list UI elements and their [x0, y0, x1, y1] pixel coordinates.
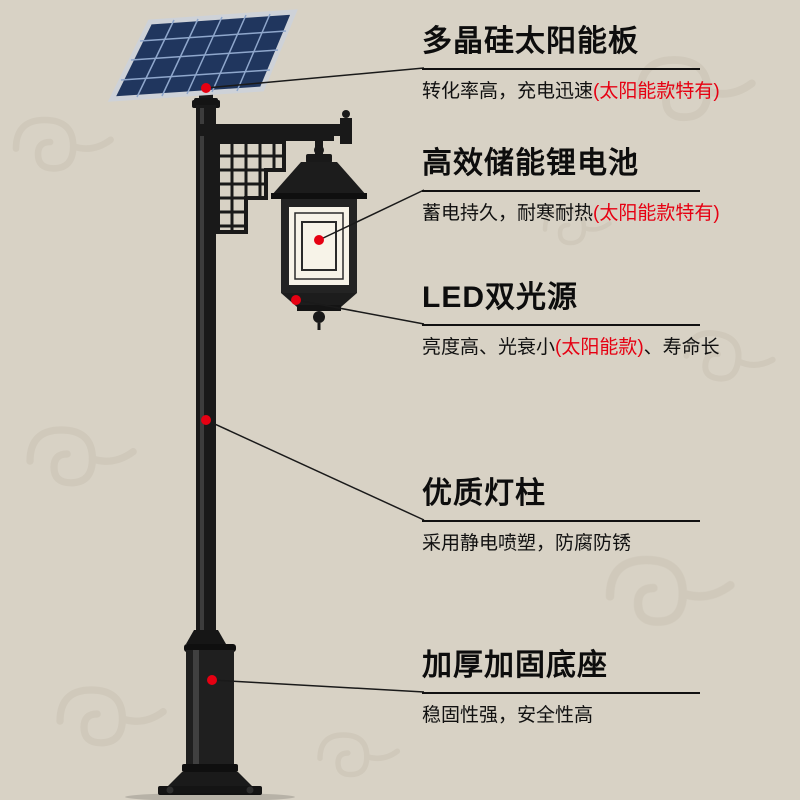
desc-text: 、寿命长: [643, 337, 720, 358]
callout-base: 加厚加固底座 稳固性强，安全性高: [422, 648, 742, 728]
callout-dots: [201, 83, 324, 685]
callout-description: 稳固性强，安全性高: [422, 704, 742, 728]
callout-description: 采用静电喷塑，防腐防锈: [422, 532, 742, 556]
desc-text: 蓄电持久，耐寒耐热: [422, 203, 594, 224]
callout-solar-panel: 多晶硅太阳能板 转化率高，充电迅速(太阳能款特有): [422, 24, 742, 104]
dot-led: [291, 295, 301, 305]
lantern: [271, 136, 367, 330]
callout-title: 高效储能锂电池: [422, 146, 700, 192]
dot-base: [207, 675, 217, 685]
lamp-base: [125, 630, 295, 800]
lattice-bracket: [216, 140, 286, 234]
lamp-arm: [196, 110, 352, 144]
desc-text: 转化率高，充电迅速: [422, 81, 594, 102]
lantern-diffuser: [289, 207, 349, 285]
desc-highlight: (太阳能款特有): [593, 81, 720, 102]
callout-title: 加厚加固底座: [422, 648, 700, 694]
callout-battery: 高效储能锂电池 蓄电持久，耐寒耐热(太阳能款特有): [422, 146, 742, 226]
dot-pole: [201, 415, 211, 425]
callout-title: 多晶硅太阳能板: [422, 24, 700, 70]
lamp-pole: [192, 100, 220, 644]
callout-title: LED双光源: [422, 280, 700, 326]
desc-text: 采用静电喷塑，防腐防锈: [422, 533, 632, 554]
callout-description: 亮度高、光衰小(太阳能款)、寿命长: [422, 336, 742, 360]
desc-highlight: (太阳能款特有): [593, 203, 720, 224]
dot-battery: [314, 235, 324, 245]
callout-description: 转化率高，充电迅速(太阳能款特有): [422, 80, 742, 104]
desc-text: 亮度高、光衰小: [422, 337, 556, 358]
callout-title: 优质灯柱: [422, 476, 700, 522]
callout-lines: [205, 67, 425, 693]
desc-highlight: (太阳能款): [555, 337, 644, 358]
desc-text: 稳固性强，安全性高: [422, 705, 594, 726]
callout-pole: 优质灯柱 采用静电喷塑，防腐防锈: [422, 476, 742, 556]
dot-solar-panel: [201, 83, 211, 93]
solar-panel: [107, 9, 298, 108]
callout-led: LED双光源 亮度高、光衰小(太阳能款)、寿命长: [422, 280, 742, 360]
callout-description: 蓄电持久，耐寒耐热(太阳能款特有): [422, 202, 742, 226]
